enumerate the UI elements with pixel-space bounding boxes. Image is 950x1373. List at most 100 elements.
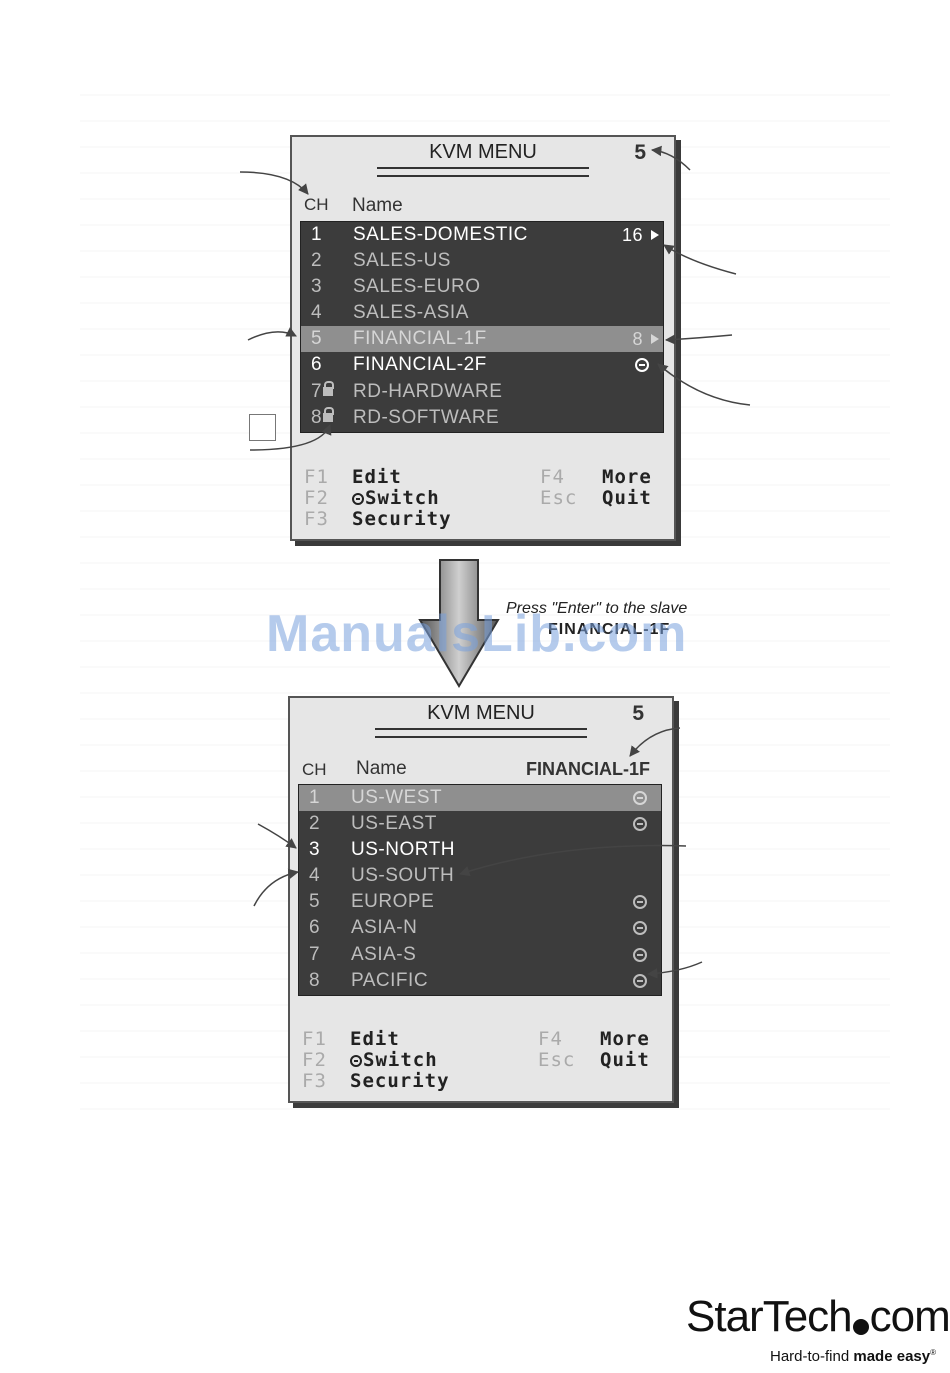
logo-text: com [869, 1292, 950, 1341]
channel-name: FINANCIAL-2F [353, 354, 487, 376]
channel-name: RD-SOFTWARE [353, 406, 500, 428]
channel-name: SALES-EURO [353, 276, 481, 298]
menu-count: 5 [632, 702, 644, 725]
eye-icon [633, 947, 647, 962]
list-item[interactable]: 7 ASIA-S [299, 942, 661, 968]
column-ch: CH [304, 195, 329, 214]
channel-number: 1 [309, 787, 321, 808]
list-item[interactable]: 1 SALES-DOMESTIC 16 [301, 222, 663, 248]
tagline-bold: made easy [853, 1348, 931, 1365]
eye-icon [633, 791, 647, 805]
channel-list: 1 SALES-DOMESTIC 16 2 SALES-US 3 SALES-E… [300, 221, 664, 433]
function-key-legend: F1 Edit F4 More F2 Switch Esc Quit F3 Se… [304, 467, 664, 530]
watermark: ManualsLib.com [266, 605, 688, 663]
channel-number: 1 [311, 224, 323, 245]
channel-name: SALES-ASIA [353, 302, 469, 324]
list-item[interactable]: 8 RD-SOFTWARE [301, 405, 663, 431]
fkey-row: F1 Edit F4 More [302, 1029, 662, 1050]
list-item[interactable]: 3 SALES-EURO [301, 274, 663, 300]
f4-key: F4 [538, 1028, 563, 1050]
current-slave-name: FINANCIAL-1F [526, 759, 650, 779]
channel-number: 8 [309, 969, 321, 991]
channel-number: 3 [311, 276, 323, 298]
channel-number: 7 [311, 380, 323, 402]
channel-list: 1 US-WEST 2 US-EAST 3 US-NORTH 4 US-SOUT… [298, 784, 662, 996]
eye-icon [633, 973, 647, 988]
down-arrow-icon [418, 559, 500, 688]
channel-name: ASIA-N [351, 917, 418, 939]
kvm-menu-top: KVM MENU 5 CH Name 1 SALES-DOMESTIC 16 2… [290, 135, 676, 541]
eye-icon [352, 493, 364, 505]
list-item[interactable]: 6 ASIA-N [299, 915, 661, 941]
more-action[interactable]: More [600, 1028, 650, 1050]
switch-action[interactable]: Switch [352, 488, 440, 509]
menu-count: 5 [634, 141, 646, 164]
column-name: Name [352, 195, 403, 216]
list-item[interactable]: 7 RD-HARDWARE [301, 379, 663, 405]
fkey-row: F1 Edit F4 More [304, 467, 664, 488]
channel-number: 2 [311, 250, 323, 272]
channel-number: 6 [309, 917, 321, 939]
startech-logo: StarTech com [686, 1292, 950, 1342]
fkey-row: F3 Security [302, 1071, 662, 1092]
list-item[interactable]: 3 US-NORTH [299, 837, 661, 863]
slave-count: 16 [621, 225, 643, 245]
security-action[interactable]: Security [350, 1070, 450, 1092]
channel-name: US-EAST [351, 813, 437, 835]
expand-arrow-icon [651, 230, 659, 240]
list-item[interactable]: 4 SALES-ASIA [301, 300, 663, 326]
switch-label: Switch [365, 487, 440, 509]
list-item[interactable]: 2 SALES-US [301, 248, 663, 274]
fkey-row: F2 Switch Esc Quit [302, 1050, 662, 1071]
list-item[interactable]: 8 PACIFIC [299, 968, 661, 994]
esc-key: Esc [538, 1049, 576, 1071]
fkey-row: F3 Security [304, 509, 664, 530]
list-item[interactable]: 2 US-EAST [299, 811, 661, 837]
f3-key: F3 [302, 1070, 327, 1092]
f3-key: F3 [304, 508, 329, 530]
logo-text: StarTech [686, 1292, 853, 1341]
edit-action[interactable]: Edit [352, 466, 402, 488]
security-action[interactable]: Security [352, 508, 452, 530]
channel-name: SALES-US [353, 250, 451, 272]
title-rule [377, 167, 589, 177]
edit-action[interactable]: Edit [350, 1028, 400, 1050]
menu-title: KVM MENU [427, 702, 535, 724]
fkey-row: F2 Switch Esc Quit [304, 488, 664, 509]
column-name: Name [356, 758, 407, 779]
expand-arrow-icon [651, 334, 659, 345]
registered-mark: ® [930, 1348, 937, 1357]
quit-action[interactable]: Quit [600, 1049, 650, 1071]
channel-number: 4 [311, 302, 323, 324]
channel-number: 3 [309, 839, 321, 861]
channel-name: EUROPE [351, 891, 435, 913]
channel-name: US-SOUTH [351, 865, 455, 887]
quit-action[interactable]: Quit [602, 487, 652, 509]
lock-icon [323, 406, 334, 422]
list-item-selected[interactable]: 1 US-WEST [299, 785, 661, 812]
list-item[interactable]: 6 FINANCIAL-2F [301, 352, 663, 378]
caption-line1: Press "Enter" to the slave [506, 600, 688, 617]
channel-number: 4 [309, 865, 321, 887]
list-item[interactable]: 5 EUROPE [299, 889, 661, 915]
slave-count: 8 [632, 329, 643, 350]
channel-number: 2 [309, 813, 321, 835]
f4-key: F4 [540, 466, 565, 488]
list-item-selected[interactable]: 5 FINANCIAL-1F 8 [301, 326, 663, 353]
column-ch: CH [302, 760, 327, 779]
channel-name: PACIFIC [351, 969, 429, 991]
channel-number: 7 [309, 943, 321, 965]
switch-label: Switch [363, 1049, 438, 1071]
channel-name: ASIA-S [351, 943, 417, 965]
channel-number: 5 [311, 328, 323, 350]
eye-icon [635, 358, 649, 373]
tagline-text: Hard-to-find [770, 1348, 854, 1365]
channel-number: 6 [311, 354, 323, 376]
list-item[interactable]: 4 US-SOUTH [299, 863, 661, 889]
f2-key: F2 [302, 1049, 327, 1071]
f2-key: F2 [304, 487, 329, 509]
switch-action[interactable]: Switch [350, 1050, 438, 1071]
channel-number: 5 [309, 891, 321, 913]
kvm-menu-bottom: KVM MENU 5 CH Name FINANCIAL-1F 1 US-WES… [288, 696, 674, 1103]
more-action[interactable]: More [602, 466, 652, 488]
